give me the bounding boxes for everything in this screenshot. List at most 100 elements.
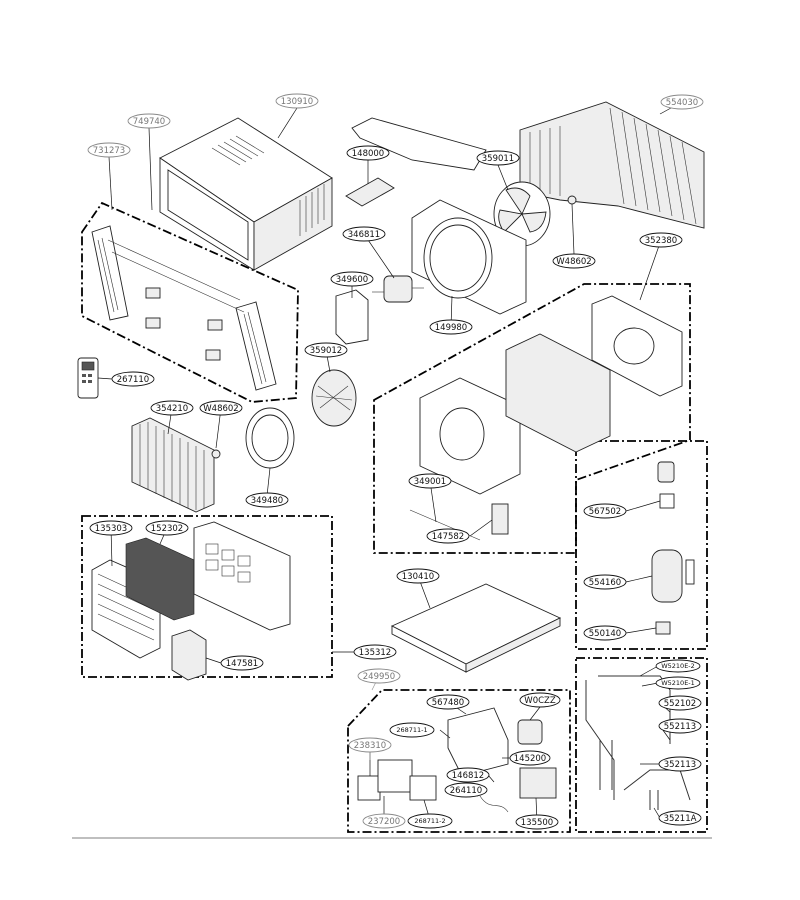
callout-w48602-upper: W48602 — [552, 253, 596, 269]
callout-237200: 237200 — [362, 813, 406, 829]
svg-text:145200: 145200 — [514, 754, 546, 764]
callout-349600: 349600 — [330, 271, 374, 287]
callout-149980: 149980 — [429, 319, 473, 335]
callout-554160: 554160 — [583, 574, 627, 590]
callout-359012: 359012 — [304, 342, 348, 358]
front-grille-group-outline — [81, 515, 333, 678]
svg-text:359011: 359011 — [482, 154, 514, 164]
compressor-part — [651, 461, 695, 635]
condenser-fan-part — [493, 181, 551, 247]
svg-text:W5210E-1: W5210E-1 — [661, 679, 695, 687]
svg-text:35211A: 35211A — [664, 814, 697, 824]
callout-749740: 749740 — [127, 113, 171, 129]
svg-text:130410: 130410 — [402, 572, 434, 582]
callout-349480: 349480 — [245, 492, 289, 508]
svg-text:554160: 554160 — [589, 578, 621, 588]
svg-text:249950: 249950 — [363, 672, 395, 682]
callout-135500: 135500 — [515, 814, 559, 830]
callout-552102: 552102 — [658, 695, 702, 711]
svg-text:731273: 731273 — [93, 146, 125, 156]
compressor-group-outline — [575, 440, 708, 650]
callout-567502: 567502 — [583, 503, 627, 519]
evaporator-housing-part — [419, 295, 683, 495]
callout-w5210e-1: W5210E-1 — [655, 676, 701, 690]
callout-w5210e-2: W5210E-2 — [655, 659, 701, 673]
svg-text:147582: 147582 — [432, 532, 464, 542]
callout-352113: 352113 — [658, 756, 702, 772]
base-pan-part — [390, 583, 562, 673]
svg-text:267110: 267110 — [117, 375, 149, 385]
callout-130410: 130410 — [396, 568, 440, 584]
callout-249950: 249950 — [357, 668, 401, 684]
control-box-group-outline — [347, 689, 571, 833]
blower-wheel-part — [311, 369, 357, 427]
callout-359011: 359011 — [476, 150, 520, 166]
svg-text:268711-2: 268711-2 — [414, 817, 445, 825]
front-panel-part — [193, 521, 291, 631]
motor-mount-part — [335, 289, 369, 345]
inner-assembly-group-outline — [373, 283, 691, 554]
svg-text:567480: 567480 — [432, 698, 464, 708]
svg-text:359012: 359012 — [310, 346, 342, 356]
front-frame-group-outline — [81, 201, 299, 403]
svg-text:W0CZZ: W0CZZ — [524, 696, 556, 706]
svg-text:146812: 146812 — [452, 771, 484, 781]
svg-text:352380: 352380 — [645, 236, 677, 246]
svg-text:349480: 349480 — [251, 496, 283, 506]
svg-text:152302: 152302 — [151, 524, 183, 534]
svg-text:147581: 147581 — [226, 659, 258, 669]
callout-268711-2: 268711-2 — [407, 813, 453, 829]
nut-part — [211, 449, 221, 459]
callout-w0czz: W0CZZ — [519, 692, 561, 708]
callout-264110: 264110 — [444, 782, 488, 798]
cabinet-part — [159, 117, 333, 271]
callout-267110: 267110 — [111, 371, 155, 387]
svg-text:268711-1: 268711-1 — [396, 726, 427, 734]
svg-text:130910: 130910 — [281, 97, 313, 107]
callout-731273: 731273 — [87, 142, 131, 158]
piping-group-outline — [575, 657, 708, 833]
callout-147581: 147581 — [220, 655, 264, 671]
callout-35211a: 35211A — [658, 810, 702, 826]
svg-text:552102: 552102 — [664, 699, 696, 709]
air-filter-part — [125, 537, 195, 621]
front-frame-part — [91, 225, 277, 391]
evaporator-coil-part — [131, 417, 215, 513]
callout-135303: 135303 — [89, 520, 133, 536]
svg-text:354210: 354210 — [156, 404, 188, 414]
callout-130910: 130910 — [275, 93, 319, 109]
callout-147582: 147582 — [426, 528, 470, 544]
svg-text:W48602: W48602 — [203, 404, 238, 414]
callout-552113: 552113 — [658, 718, 702, 734]
svg-text:237200: 237200 — [368, 817, 400, 827]
svg-text:135500: 135500 — [521, 818, 553, 828]
bracket-part — [345, 177, 395, 207]
callout-145200: 145200 — [509, 750, 551, 766]
cover-plate-part — [491, 503, 509, 535]
callout-152302: 152302 — [145, 520, 189, 536]
callout-w48602-lower: W48602 — [199, 400, 243, 416]
remote-control-part — [77, 357, 99, 399]
callout-352380: 352380 — [639, 232, 683, 248]
callout-354210: 354210 — [150, 400, 194, 416]
svg-text:238310: 238310 — [354, 741, 386, 751]
inlet-grille-part — [171, 629, 207, 681]
svg-text:W48602: W48602 — [556, 257, 591, 267]
svg-text:135303: 135303 — [95, 524, 127, 534]
svg-text:550140: 550140 — [589, 629, 621, 639]
callout-567480: 567480 — [426, 694, 470, 710]
svg-text:554030: 554030 — [666, 98, 698, 108]
callout-148000: 148000 — [346, 145, 390, 161]
svg-text:349001: 349001 — [414, 477, 446, 487]
svg-text:352113: 352113 — [664, 760, 696, 770]
svg-text:264110: 264110 — [450, 786, 482, 796]
svg-text:349600: 349600 — [336, 275, 368, 285]
svg-text:135312: 135312 — [359, 648, 391, 658]
callout-135312: 135312 — [353, 644, 397, 660]
fan-shroud-part — [411, 199, 527, 315]
svg-text:749740: 749740 — [133, 117, 165, 127]
callout-550140: 550140 — [583, 625, 627, 641]
svg-text:567502: 567502 — [589, 507, 621, 517]
nut-part-2 — [567, 195, 577, 205]
